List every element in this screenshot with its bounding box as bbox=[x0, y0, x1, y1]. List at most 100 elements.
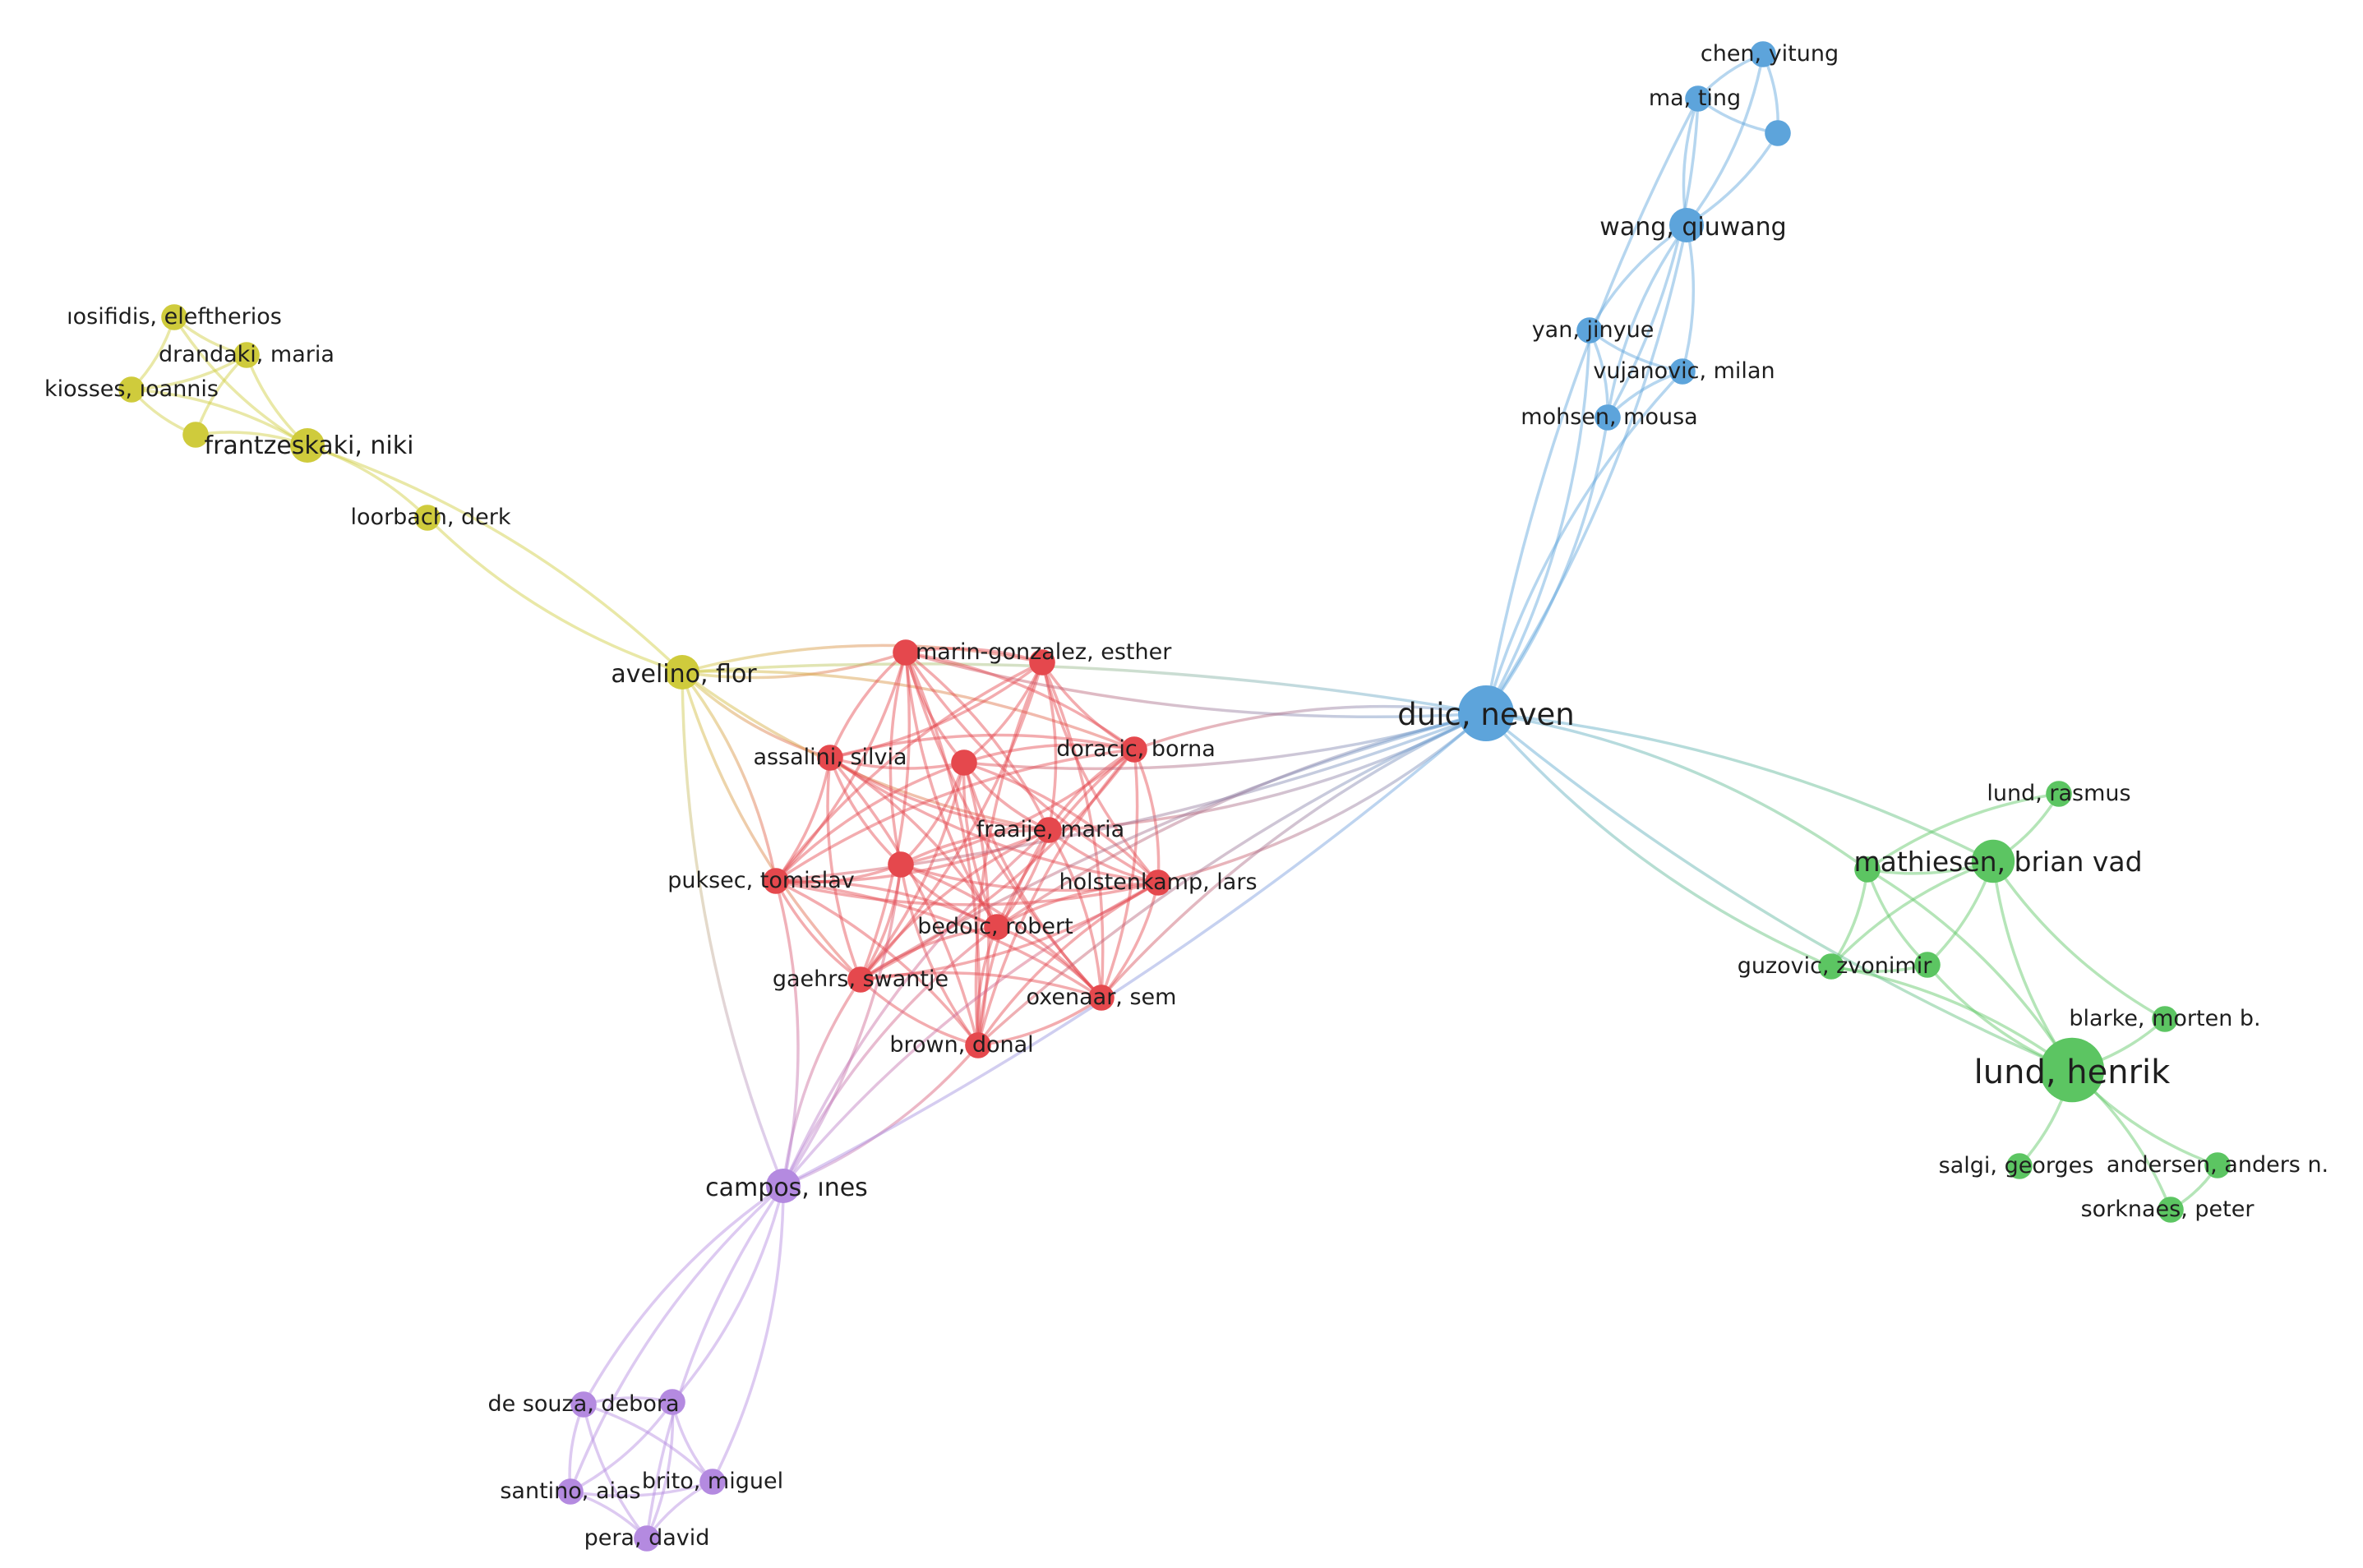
edge-assalini-bedoic bbox=[829, 756, 999, 928]
edge-marin-fraaije bbox=[904, 651, 1050, 831]
edge-green_unlabeled_a-guzovic bbox=[1830, 869, 1869, 967]
edge-doracic-puksec bbox=[775, 748, 1135, 883]
edge-doracic-gaehrs bbox=[860, 748, 1136, 981]
edge-red_unlabeled_c-brown bbox=[899, 864, 980, 1047]
node-pera[interactable] bbox=[634, 1525, 660, 1552]
node-salgi[interactable] bbox=[2006, 1153, 2033, 1179]
edge-red_unlabeled_b-holstenkamp bbox=[963, 761, 1160, 884]
node-brito[interactable] bbox=[699, 1469, 726, 1495]
node-puksec[interactable] bbox=[763, 868, 789, 894]
edge-drandaki-kiosses bbox=[131, 353, 247, 391]
nodes-layer bbox=[118, 41, 2231, 1552]
edge-campos-brown bbox=[782, 1044, 980, 1188]
edge-doracic-duic bbox=[1133, 704, 1487, 751]
edge-campos-puksec bbox=[774, 880, 800, 1187]
edge-avelino-puksec bbox=[681, 671, 778, 882]
edge-campos-purple_unlabeled bbox=[671, 1185, 785, 1404]
node-label-iosifidis: ıosifidis, eleftherios bbox=[67, 304, 282, 330]
edge-marin-red_unlabeled_c bbox=[888, 652, 907, 865]
node-vujanovic[interactable] bbox=[1669, 358, 1696, 385]
node-sorknaes[interactable] bbox=[2158, 1197, 2184, 1223]
edge-assalini-holstenkamp bbox=[829, 756, 1159, 884]
edge-doracic-fraaije bbox=[1047, 748, 1135, 831]
edge-campos-bedoic bbox=[782, 925, 999, 1187]
node-avelino[interactable] bbox=[665, 655, 699, 689]
edge-duic-green_unlabeled_a bbox=[1485, 712, 1869, 871]
edge-avelino-doracic bbox=[681, 670, 1135, 751]
node-red-unlabeled-c[interactable] bbox=[888, 851, 914, 878]
edge-red_unlabeled_a-fraaije bbox=[1041, 662, 1058, 831]
node-label-oxenaar: oxenaar, sem bbox=[1027, 985, 1177, 1010]
node-green-unlabeled-b[interactable] bbox=[1914, 952, 1941, 978]
edge-avelino-fraaije bbox=[681, 671, 1050, 832]
node-marin[interactable] bbox=[893, 639, 919, 666]
edge-campos-red_unlabeled_c bbox=[782, 864, 902, 1187]
edge-avelino-gaehrs bbox=[681, 671, 862, 981]
node-blue-unlabeled[interactable] bbox=[1765, 120, 1791, 146]
node-label-drandaki: drandaki, maria bbox=[159, 342, 335, 367]
node-lundr[interactable] bbox=[2046, 781, 2072, 807]
node-red-unlabeled-a[interactable] bbox=[1029, 649, 1055, 676]
edge-campos-duic bbox=[782, 712, 1488, 1188]
node-campos[interactable] bbox=[766, 1169, 801, 1203]
node-desouza[interactable] bbox=[570, 1391, 597, 1418]
edge-iosifidis-frantzeskaki bbox=[173, 316, 308, 447]
node-assalini[interactable] bbox=[817, 745, 843, 771]
node-yan[interactable] bbox=[1576, 317, 1603, 344]
node-mohsen[interactable] bbox=[1595, 404, 1621, 431]
edge-guzovic-lundh bbox=[1830, 965, 2074, 1072]
edge-avelino-red_unlabeled_a bbox=[681, 643, 1043, 674]
node-kiosses[interactable] bbox=[118, 376, 145, 403]
node-label-lundh: lund, henrik bbox=[1974, 1054, 2171, 1091]
node-frantzeskaki[interactable] bbox=[290, 428, 325, 463]
node-santino[interactable] bbox=[557, 1478, 584, 1505]
edge-purple_unlabeled-santino bbox=[570, 1400, 674, 1493]
edge-marin-bedoic bbox=[904, 652, 999, 928]
node-mathiesen[interactable] bbox=[1971, 839, 2015, 883]
node-label-santino: santino, aias bbox=[500, 1478, 640, 1504]
node-wang[interactable] bbox=[1669, 208, 1704, 242]
edge-marin-oxenaar bbox=[904, 652, 1103, 999]
edge-oxenaar-brown bbox=[977, 996, 1102, 1047]
edge-marin-brown bbox=[904, 652, 981, 1046]
edge-vujanovic-duic bbox=[1484, 370, 1684, 714]
node-yellow-unlabeled[interactable] bbox=[182, 422, 209, 448]
node-fraaije[interactable] bbox=[1036, 817, 1062, 843]
node-label-andersen: andersen, anders n. bbox=[2107, 1152, 2328, 1178]
edge-ma-duic bbox=[1484, 98, 1700, 714]
node-ma[interactable] bbox=[1685, 85, 1711, 112]
node-label-marin: marin-gonzalez, esther bbox=[916, 639, 1172, 665]
node-loorbach[interactable] bbox=[414, 505, 441, 531]
edge-frantzeskaki-avelino bbox=[307, 444, 684, 674]
node-iosifidis[interactable] bbox=[161, 304, 187, 330]
node-label-blarke: blarke, morten b. bbox=[2069, 1006, 2260, 1031]
edge-red_unlabeled_b-doracic bbox=[963, 743, 1135, 764]
node-purple-unlabeled[interactable] bbox=[659, 1389, 685, 1415]
node-green-unlabeled-a[interactable] bbox=[1854, 856, 1881, 883]
edge-wang-duic bbox=[1484, 224, 1688, 714]
edge-campos-desouza bbox=[582, 1184, 784, 1405]
edge-green_unlabeled_a-green_unlabeled_b bbox=[1866, 869, 1929, 966]
node-oxenaar[interactable] bbox=[1088, 985, 1115, 1011]
node-gaehrs[interactable] bbox=[847, 966, 874, 993]
node-chen[interactable] bbox=[1750, 41, 1776, 67]
node-label-yan: yan, jinyue bbox=[1532, 317, 1655, 343]
edge-mathiesen-guzovic bbox=[1830, 860, 1994, 968]
node-holstenkamp[interactable] bbox=[1145, 869, 1171, 896]
node-duic[interactable] bbox=[1458, 685, 1514, 741]
edge-brown-duic bbox=[976, 712, 1487, 1047]
node-blarke[interactable] bbox=[2152, 1006, 2178, 1032]
node-lundh[interactable] bbox=[2039, 1037, 2105, 1103]
node-andersen[interactable] bbox=[2204, 1152, 2231, 1178]
edge-fraaije-oxenaar bbox=[1047, 829, 1103, 998]
node-brown[interactable] bbox=[965, 1032, 991, 1058]
node-drandaki[interactable] bbox=[233, 342, 260, 368]
node-red-unlabeled-b[interactable] bbox=[951, 749, 977, 776]
node-bedoic[interactable] bbox=[984, 914, 1010, 940]
edge-red_unlabeled_c-puksec bbox=[775, 863, 902, 884]
node-guzovic[interactable] bbox=[1818, 953, 1844, 980]
edge-red_unlabeled_a-brown bbox=[974, 662, 1044, 1046]
node-doracic[interactable] bbox=[1121, 736, 1147, 763]
edge-puksec-gaehrs bbox=[774, 880, 862, 981]
